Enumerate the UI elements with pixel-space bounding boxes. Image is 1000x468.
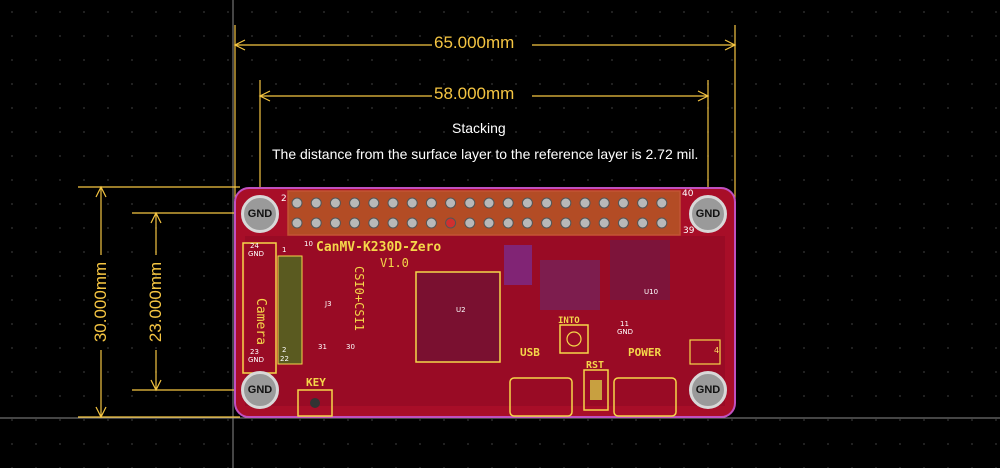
header-pin	[502, 197, 514, 209]
header-pin	[483, 217, 495, 229]
pin2-label: 2	[282, 346, 287, 354]
header-pin	[445, 217, 457, 229]
header-pin	[387, 217, 399, 229]
caption-detail: The distance from the surface layer to t…	[272, 146, 699, 162]
header-pin	[368, 217, 380, 229]
header-pin	[560, 217, 572, 229]
header-pin	[310, 197, 322, 209]
header-pin	[637, 217, 649, 229]
into-label: INTO	[558, 316, 580, 326]
usb-connector	[509, 377, 573, 417]
header-pin-10: 10	[304, 240, 313, 248]
rst-button	[583, 369, 609, 411]
gpio-header	[287, 190, 681, 236]
power-connector	[613, 377, 677, 417]
header-pin	[521, 217, 533, 229]
header-pin	[617, 217, 629, 229]
rst-label: RST	[586, 360, 605, 371]
header-pin	[387, 197, 399, 209]
header-pin	[368, 197, 380, 209]
pin1-label: 1	[282, 246, 287, 254]
header-pin	[656, 217, 668, 229]
header-pin	[406, 197, 418, 209]
dimension-label-30mm: 30.000mm	[91, 261, 110, 343]
pin24-gnd-label: GND	[248, 250, 265, 258]
header-pin	[329, 217, 341, 229]
pin31-label: 31	[318, 343, 327, 351]
dimension-label-58mm: 58.000mm	[434, 84, 515, 103]
header-pin	[637, 197, 649, 209]
header-pin	[541, 217, 553, 229]
header-pin	[560, 197, 572, 209]
header-pin-2: 2	[281, 194, 287, 204]
gnd-hole-bottom-right: GND	[689, 371, 727, 409]
header-pin	[406, 217, 418, 229]
camera-label: Camera	[253, 298, 268, 345]
header-pin	[349, 197, 361, 209]
u2-label: U2	[456, 306, 466, 314]
mark4-label: 4	[714, 346, 720, 355]
key-button	[297, 389, 333, 417]
header-pin	[598, 217, 610, 229]
header-pin	[579, 197, 591, 209]
pin30-label: 30	[346, 343, 355, 351]
dimension-65mm	[233, 25, 737, 200]
gnd-hole-top-left: GND	[241, 195, 279, 233]
soc-chip	[415, 271, 501, 363]
header-pin	[464, 217, 476, 229]
header-pin	[291, 217, 303, 229]
u11-gnd-label: GND	[617, 328, 634, 336]
header-pin	[425, 217, 437, 229]
header-pin	[329, 197, 341, 209]
header-pin	[502, 217, 514, 229]
header-pin	[598, 197, 610, 209]
power-label: POWER	[628, 346, 662, 359]
header-pin-40: 40	[682, 189, 694, 199]
pin22-label: 22	[280, 355, 289, 363]
key-label: KEY	[306, 376, 326, 389]
j3-label: J3	[325, 300, 332, 308]
header-pin	[656, 197, 668, 209]
board-version: V1.0	[380, 256, 409, 270]
header-pin	[521, 197, 533, 209]
pin24-label: 24	[250, 242, 259, 250]
header-pin	[425, 197, 437, 209]
gnd-hole-bottom-left: GND	[241, 371, 279, 409]
dimension-58mm	[258, 80, 710, 205]
dimension-label-65mm: 65.000mm	[434, 33, 515, 52]
csi-label: CSI0+CSI1	[352, 266, 366, 332]
header-pin	[310, 217, 322, 229]
header-pin	[579, 217, 591, 229]
header-pin	[541, 197, 553, 209]
dimension-30mm	[78, 185, 240, 419]
into-button	[559, 324, 589, 354]
caption-title: Stacking	[452, 120, 506, 136]
dimension-label-23mm: 23.000mm	[146, 261, 165, 343]
pin23-gnd-label: GND	[248, 356, 265, 364]
pin23-label: 23	[250, 348, 259, 356]
header-pin	[617, 197, 629, 209]
u11-label: 11	[620, 320, 629, 328]
board-name: CanMV-K230D-Zero	[316, 240, 442, 255]
header-pin	[483, 197, 495, 209]
header-pin	[445, 197, 457, 209]
header-pin-39: 39	[683, 226, 695, 236]
header-pin	[349, 217, 361, 229]
header-pin	[291, 197, 303, 209]
u10-label: U10	[644, 288, 659, 296]
gnd-hole-top-right: GND	[689, 195, 727, 233]
header-pin	[464, 197, 476, 209]
usb-label: USB	[520, 346, 540, 359]
